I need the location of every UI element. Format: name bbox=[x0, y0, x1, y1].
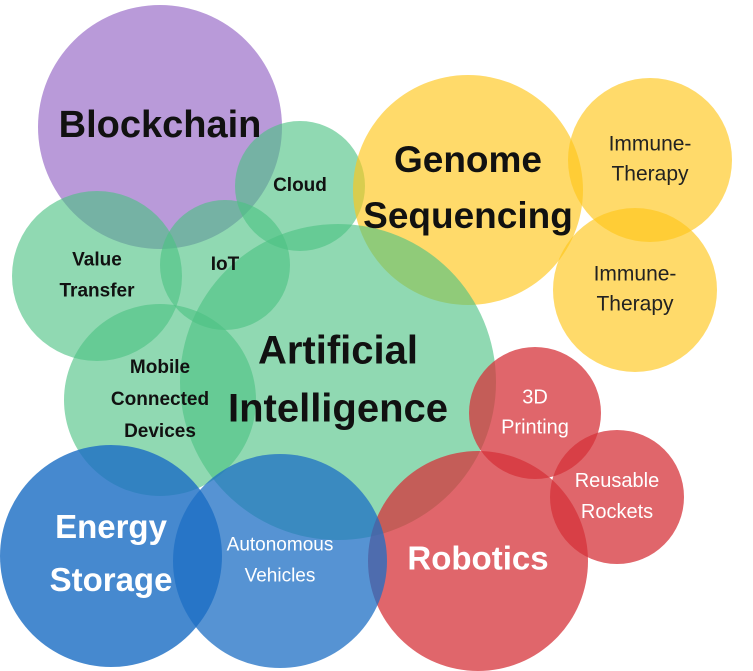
bubble-label-genome-line-2: Sequencing bbox=[363, 195, 573, 236]
bubble-label-mobile-line-1: Mobile bbox=[130, 357, 190, 378]
bubble-label-genome-line-1: Genome bbox=[394, 139, 542, 180]
bubble-immune2 bbox=[553, 208, 717, 372]
bubble-label-autonomous-line-1: Autonomous bbox=[227, 535, 334, 556]
bubble-autonomous bbox=[173, 454, 387, 668]
bubble-label-immune1-line-1: Immune- bbox=[609, 133, 692, 156]
bubble-label-energy-line-2: Storage bbox=[50, 561, 173, 598]
bubble-blockchain bbox=[38, 5, 282, 249]
bubble-label-robotics-line-1: Robotics bbox=[407, 540, 548, 577]
bubble-label-immune1-line-2: Therapy bbox=[611, 163, 689, 186]
bubble-label-autonomous-line-2: Vehicles bbox=[245, 566, 316, 587]
bubble-label-printing-line-2: Printing bbox=[501, 416, 569, 438]
bubble-label-ai-line-1: Artificial bbox=[258, 329, 418, 373]
bubble-label-immune2-line-2: Therapy bbox=[596, 293, 674, 316]
bubble-label-rockets-line-1: Reusable bbox=[575, 470, 660, 492]
bubble-label-rockets-line-2: Rockets bbox=[581, 501, 653, 523]
bubble-printing bbox=[469, 347, 601, 479]
bubble-label-value-line-2: Transfer bbox=[60, 281, 136, 302]
bubble-label-immune2-line-1: Immune- bbox=[594, 263, 677, 286]
bubble-robotics bbox=[368, 451, 588, 671]
bubble-label-blockchain-line-1: Blockchain bbox=[59, 104, 262, 146]
bubble-label-value-line-1: Value bbox=[72, 250, 122, 271]
bubble-immune1 bbox=[568, 78, 732, 242]
circle-layer bbox=[0, 5, 732, 671]
bubble-label-energy-line-1: Energy bbox=[55, 508, 168, 545]
bubble-label-mobile-line-3: Devices bbox=[124, 421, 196, 442]
bubble-label-mobile-line-2: Connected bbox=[111, 389, 209, 410]
bubble-label-ai-line-2: Intelligence bbox=[228, 387, 448, 431]
bubble-label-iot-line-1: IoT bbox=[211, 254, 240, 275]
bubble-label-cloud-line-1: Cloud bbox=[273, 175, 327, 196]
bubble-energy bbox=[0, 445, 222, 667]
bubble-label-printing-line-1: 3D bbox=[522, 386, 548, 408]
